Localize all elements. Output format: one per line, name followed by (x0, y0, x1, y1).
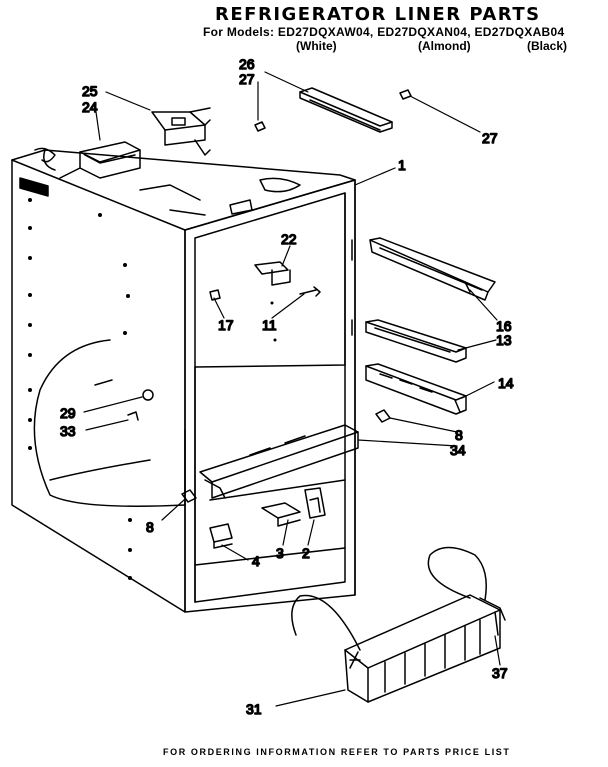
top-trim (299, 87, 393, 133)
callout-26: 26 (239, 56, 255, 72)
callout-24: 24 (82, 99, 98, 115)
callout-37: 37 (492, 665, 508, 681)
callout-numbers: 26 27 27 25 24 1 22 17 11 16 13 14 29 33… (59, 55, 514, 718)
heater-tray-31 (291, 594, 501, 703)
callout-16: 16 (496, 318, 512, 334)
callout-17: 17 (218, 317, 234, 333)
callout-8-right: 8 (455, 427, 463, 443)
bracket-22 (254, 261, 291, 286)
callout-29: 29 (60, 405, 76, 421)
liner-cabinet (11, 147, 356, 613)
callout-2: 2 (302, 545, 310, 561)
callout-11: 11 (262, 317, 277, 333)
rail-13 (365, 319, 467, 363)
callout-31: 31 (246, 701, 262, 717)
handle-16 (369, 237, 496, 301)
diagram-title: REFRIGERATOR LINER PARTS (215, 4, 541, 25)
callout-1: 1 (398, 157, 406, 173)
rail-14 (365, 363, 467, 415)
callout-13: 13 (496, 332, 512, 348)
screw-11 (299, 286, 321, 297)
diffuser-assembly (59, 107, 211, 179)
clip-17 (209, 289, 221, 301)
callout-4: 4 (252, 553, 260, 569)
models-line: For Models: ED27DQXAW04, ED27DQXAN04, ED… (203, 25, 565, 39)
callout-34: 34 (450, 442, 466, 458)
callout-8-left: 8 (146, 519, 154, 535)
callout-27-top: 27 (239, 71, 255, 87)
parts-2-3-4 (209, 487, 326, 549)
callout-3: 3 (276, 545, 284, 561)
callout-14: 14 (498, 375, 514, 391)
variant-white: (White) (296, 39, 337, 53)
cover-34 (199, 424, 359, 499)
variant-almond: (Almond) (418, 39, 471, 53)
callout-33: 33 (60, 423, 76, 439)
callout-25: 25 (82, 83, 98, 99)
heater-wire-37 (427, 546, 506, 636)
parts-29-33 (94, 379, 154, 421)
callout-27-right: 27 (482, 130, 498, 146)
variant-black: (Black) (527, 39, 568, 53)
leader-lines (83, 71, 501, 707)
ordering-footer: FOR ORDERING INFORMATION REFER TO PARTS … (163, 747, 511, 757)
callout-22: 22 (281, 231, 297, 247)
